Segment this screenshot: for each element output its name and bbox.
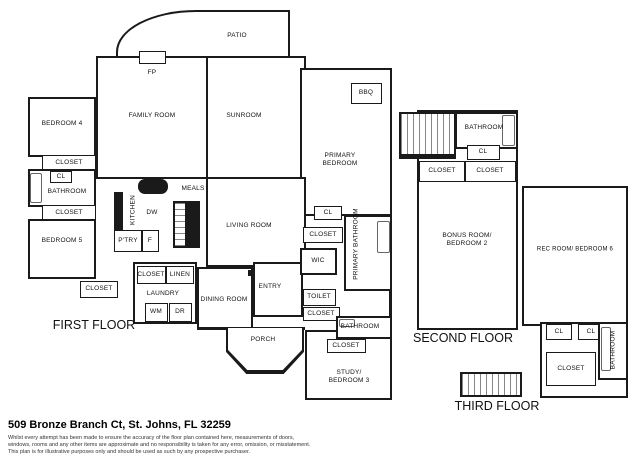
label-dryer: DR bbox=[175, 308, 185, 316]
first-floor-title: FIRST FLOOR bbox=[52, 318, 136, 332]
label-closet-bedroom5: CLOSET bbox=[55, 209, 83, 217]
label-closet-hall: CLOSET bbox=[85, 285, 113, 293]
stairs-first-floor-treads bbox=[173, 201, 187, 248]
bathtub-third-icon bbox=[601, 327, 611, 371]
closet-primary-box bbox=[303, 227, 343, 243]
stairs-second-floor-wall bbox=[399, 154, 456, 159]
label-patio: PATIO bbox=[227, 32, 247, 40]
label-family-room: FAMILY ROOM bbox=[128, 112, 176, 120]
label-cl-primary: CL bbox=[323, 209, 333, 217]
label-bathroom-study: BATHROOM bbox=[340, 323, 380, 331]
porch-floor bbox=[228, 328, 302, 370]
label-cl-third-a: CL bbox=[554, 328, 564, 336]
label-fireplace: FP bbox=[147, 69, 157, 77]
label-sunroom: SUNROOM bbox=[226, 112, 262, 120]
entry-room bbox=[253, 262, 303, 317]
rec-room-envelope bbox=[522, 186, 628, 326]
closet-study-box bbox=[327, 339, 366, 353]
closet-laundry-box bbox=[137, 266, 166, 284]
label-cl-left: CL bbox=[56, 173, 66, 181]
label-bedroom-5: BEDROOM 5 bbox=[41, 237, 83, 245]
closet-hall-box bbox=[80, 281, 118, 298]
label-entry: ENTRY bbox=[258, 283, 282, 291]
east-wall-segment bbox=[389, 289, 392, 318]
fireplace-box bbox=[139, 51, 166, 64]
kitchen-island bbox=[138, 179, 168, 194]
label-linen: LINEN bbox=[169, 271, 191, 279]
address-line: 509 Bronze Branch Ct, St. Johns, FL 3225… bbox=[8, 419, 231, 431]
stairs-second-floor bbox=[399, 112, 456, 158]
label-primary-bathroom: PRIMARY BATHROOM bbox=[352, 208, 360, 280]
bathtub-second-icon bbox=[502, 115, 515, 146]
label-rec-bedroom-6: REC ROOM/ BEDROOM 6 bbox=[536, 246, 614, 253]
cl-second-box bbox=[467, 145, 500, 160]
label-closet-hall2: CLOSET bbox=[307, 310, 335, 318]
porch-room bbox=[226, 328, 304, 374]
bedroom-5-room bbox=[28, 219, 96, 279]
toilet-box bbox=[303, 289, 336, 306]
label-cl-second: CL bbox=[478, 148, 488, 156]
label-bathroom-second: BATHROOM bbox=[464, 124, 504, 132]
label-dining-room: DINING ROOM bbox=[200, 296, 248, 304]
pantry-box bbox=[114, 230, 142, 252]
washer-box bbox=[145, 303, 168, 322]
label-toilet: TOILET bbox=[307, 293, 331, 301]
label-closet-third: CLOSET bbox=[557, 365, 585, 373]
label-meals: MEALS bbox=[181, 185, 205, 193]
dryer-box bbox=[169, 303, 192, 322]
family-room bbox=[96, 56, 208, 179]
cl-primary-box bbox=[314, 206, 342, 220]
label-bedroom-4: BEDROOM 4 bbox=[41, 120, 83, 128]
label-cl-third-b: CL bbox=[586, 328, 596, 336]
label-closet-second-b: CLOSET bbox=[476, 167, 504, 175]
label-dishwasher: DW bbox=[146, 209, 158, 217]
label-closet-laundry: CLOSET bbox=[137, 271, 165, 279]
label-closet-bedroom4: CLOSET bbox=[55, 159, 83, 167]
cl-third-a-box bbox=[546, 324, 572, 340]
closet-hall2-box bbox=[303, 307, 340, 321]
cl-left-box bbox=[50, 171, 72, 183]
stairs-third-floor bbox=[460, 372, 522, 397]
disclaimer-text: Whilst every attempt has been made to en… bbox=[8, 435, 311, 456]
second-floor-title: SECOND FLOOR bbox=[412, 331, 514, 345]
label-porch: PORCH bbox=[250, 336, 276, 344]
wic-room bbox=[300, 248, 337, 275]
bathtub-study-icon bbox=[339, 319, 355, 327]
label-wic: WIC bbox=[311, 257, 325, 265]
label-closet-study: CLOSET bbox=[332, 342, 360, 350]
label-laundry: LAUNDRY bbox=[146, 290, 180, 298]
kitchen-counter bbox=[114, 192, 123, 238]
label-bonus-bedroom-2: BONUS ROOM/ BEDROOM 2 bbox=[442, 232, 492, 247]
closet-second-a-box bbox=[419, 161, 465, 182]
dining-room bbox=[197, 267, 253, 329]
label-bathroom-left: BATHROOM bbox=[47, 188, 87, 196]
fridge-box bbox=[142, 230, 159, 252]
label-primary-bedroom: PRIMARY BEDROOM bbox=[322, 152, 358, 167]
label-kitchen: KITCHEN bbox=[129, 195, 137, 225]
label-washer: WM bbox=[150, 308, 162, 316]
label-bathroom-third: BATHROOM bbox=[609, 330, 617, 370]
label-study-bedroom-3: STUDY/ BEDROOM 3 bbox=[328, 369, 370, 384]
label-closet-second-a: CLOSET bbox=[428, 167, 456, 175]
column bbox=[248, 270, 254, 276]
closet-third-box bbox=[546, 352, 596, 386]
bathtub-primary-icon bbox=[377, 221, 390, 253]
label-fridge: F bbox=[147, 237, 153, 245]
linen-box bbox=[166, 266, 194, 284]
label-pantry: P'TRY bbox=[118, 237, 138, 245]
bathtub-left-icon bbox=[30, 173, 42, 203]
third-floor-title: THIRD FLOOR bbox=[454, 399, 540, 413]
label-closet-primary: CLOSET bbox=[309, 231, 337, 239]
bbq-niche bbox=[351, 83, 382, 104]
label-living-room: LIVING ROOM bbox=[226, 222, 272, 230]
label-bbq: BBQ bbox=[358, 89, 374, 97]
stairs-first-floor bbox=[187, 201, 200, 248]
closet-second-b-box bbox=[465, 161, 516, 182]
